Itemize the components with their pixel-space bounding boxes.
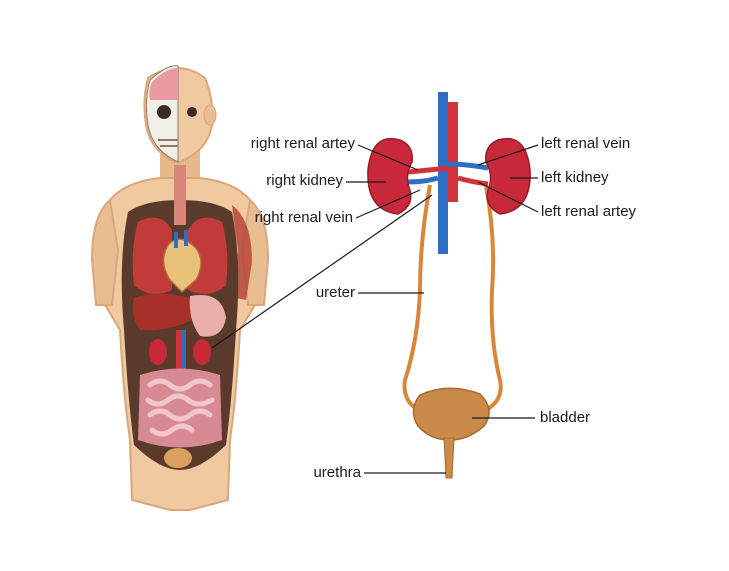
skull-eye-socket xyxy=(157,105,171,119)
brain-half xyxy=(149,68,178,100)
trachea xyxy=(174,165,186,225)
heart-vessels xyxy=(174,230,188,248)
right-lung xyxy=(132,217,172,294)
small-intestine xyxy=(145,378,215,437)
label-left-renal-artery: left renal artey xyxy=(541,203,637,220)
left-renal-artery-vessel xyxy=(457,175,489,187)
label-right-renal-vein: right renal vein xyxy=(254,209,353,226)
label-ureter: ureter xyxy=(315,284,355,301)
leader-torso-to-detail xyxy=(211,194,433,349)
left-ureter xyxy=(484,185,503,412)
leader-lines xyxy=(211,144,539,474)
leader-right-renal-artery xyxy=(357,144,419,171)
label-bladder: bladder xyxy=(540,409,591,426)
right-renal-vein-vessel xyxy=(407,175,439,185)
urethra-shape xyxy=(443,437,455,479)
face-eye xyxy=(187,107,197,117)
aorta xyxy=(448,102,458,202)
torso-left-kidney xyxy=(193,339,211,365)
right-kidney-shape xyxy=(367,137,413,215)
leader-left-renal-artery xyxy=(477,181,539,213)
label-left-kidney: left kidney xyxy=(541,169,609,186)
large-intestine xyxy=(138,368,222,448)
left-kidney-shape xyxy=(485,137,531,215)
torso-aorta xyxy=(176,330,181,372)
label-right-kidney: right kidney xyxy=(266,172,343,189)
vena-cava xyxy=(438,92,448,254)
left-renal-vein-vessel xyxy=(447,161,489,171)
left-shoulder xyxy=(90,198,120,306)
leader-left-renal-vein xyxy=(477,144,539,166)
stomach xyxy=(189,294,226,337)
liver xyxy=(132,293,196,331)
label-urethra: urethra xyxy=(313,464,361,481)
skull-teeth xyxy=(158,139,178,147)
right-ureter xyxy=(402,184,432,412)
torso-vena-cava xyxy=(181,330,186,372)
right-renal-artery-vessel xyxy=(407,165,449,175)
leader-right-renal-vein xyxy=(355,189,421,219)
heart xyxy=(162,238,202,294)
urinary-system xyxy=(367,92,531,479)
torso-bladder xyxy=(164,448,192,468)
human-torso-figure xyxy=(90,65,270,511)
label-right-renal-artery: right renal artey xyxy=(250,135,355,152)
bladder-shape xyxy=(412,387,490,441)
torso-right-kidney xyxy=(149,339,167,365)
label-left-renal-vein: left renal vein xyxy=(541,135,631,152)
ear xyxy=(203,104,217,126)
